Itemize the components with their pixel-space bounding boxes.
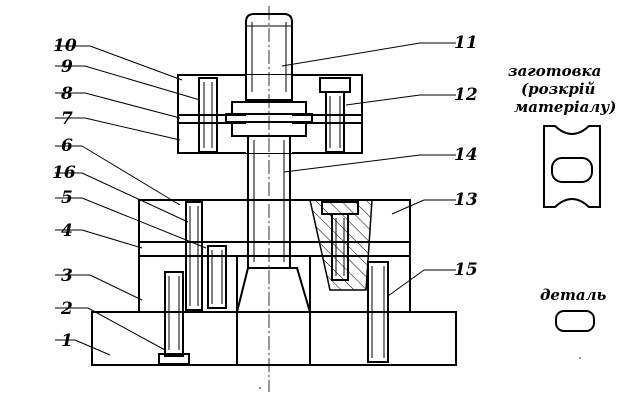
label-10: 10 (53, 36, 77, 56)
guide-pin-15 (367, 261, 389, 363)
top-left-dowel (198, 77, 218, 153)
die-screw (321, 201, 359, 281)
label-1: 1 (61, 331, 73, 351)
dot (579, 357, 581, 359)
label-6: 6 (61, 136, 73, 156)
label-8: 8 (60, 84, 73, 104)
label-3: 3 (61, 266, 73, 286)
caption-blank-line3: матеріалу) (514, 98, 616, 116)
caption-blank-line2: (розкрій (521, 80, 596, 98)
finished-part (555, 310, 595, 332)
label-16: 16 (52, 163, 76, 183)
base-plate (91, 311, 457, 366)
label-7: 7 (61, 109, 73, 129)
label-9: 9 (61, 57, 73, 77)
label-11: 11 (454, 33, 478, 53)
guide-pin-16 (185, 201, 203, 311)
label-15: 15 (454, 260, 478, 280)
base-screw-2 (158, 271, 190, 365)
label-4: 4 (61, 221, 73, 241)
label-14: 14 (454, 145, 478, 165)
caption-part: деталь (540, 286, 607, 304)
caption-blank-line1: заготовка (508, 62, 601, 80)
small-pin (207, 245, 227, 309)
leader-lines (55, 42, 456, 356)
label-2: 2 (60, 299, 73, 319)
die-holder (138, 255, 411, 313)
punch-holder (177, 74, 363, 154)
shank (245, 13, 293, 101)
label-5: 5 (61, 188, 73, 208)
label-12: 12 (454, 85, 478, 105)
label-13: 13 (454, 190, 478, 210)
top-right-screw (319, 77, 351, 153)
dot (259, 387, 261, 389)
strip-blank (543, 125, 601, 208)
punch (247, 135, 291, 269)
